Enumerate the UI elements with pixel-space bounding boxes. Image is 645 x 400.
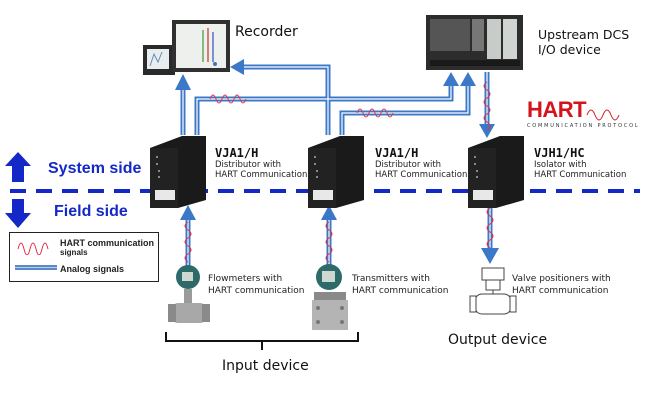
legend: HART communication signals Analog signal…	[9, 232, 159, 282]
module-model: VJA1/H	[375, 146, 419, 160]
hart-logo: HART COMMUNICATION PROTOCOL	[527, 97, 639, 129]
module-desc-line2: HART Communication	[534, 170, 627, 180]
module-3-icon	[468, 136, 524, 208]
arrowhead-recorder-left	[230, 59, 244, 75]
flowmeter-icon	[168, 265, 210, 323]
module-desc-line1: Distributor with	[375, 160, 442, 170]
module-desc-line1: Isolator with	[534, 160, 587, 170]
module-model: VJH1/HC	[534, 146, 585, 160]
module-desc-line2: HART Communication	[215, 170, 308, 180]
transmitter-icon	[312, 264, 348, 330]
output-device-label: Output device	[448, 332, 548, 348]
legend-analog-line-icon	[15, 265, 57, 270]
hart-wave-transmitter	[325, 221, 333, 263]
hart-wave-valve	[486, 207, 494, 249]
hart-logo-subtitle: COMMUNICATION PROTOCOL	[527, 123, 640, 129]
system-side-label: System side	[48, 160, 142, 177]
arrowhead-dcs-2	[460, 72, 476, 86]
dcs-label-line1: Upstream DCS	[538, 27, 630, 42]
field-device-line1: Transmitters with	[352, 274, 430, 284]
arrowhead-dcs-1	[443, 72, 459, 86]
dcs-io-rack-icon	[426, 15, 523, 70]
hart-waves	[184, 81, 494, 263]
module-label-2: VJA1/H Distributor with HART Communicati…	[375, 146, 468, 181]
system-side-arrow-icon	[5, 152, 31, 182]
dcs-label: Upstream DCS I/O device	[538, 27, 629, 57]
recorder-label: Recorder	[235, 24, 298, 40]
input-device-bracket	[165, 332, 359, 350]
flowmeter-label: Flowmeters with HART communication	[208, 273, 304, 297]
valve-positioner-label: Valve positioners with HART communicatio…	[512, 273, 611, 297]
module-model: VJA1/H	[215, 146, 259, 160]
module-label-3: VJH1/HC Isolator with HART Communication	[534, 146, 627, 181]
hart-wave-m1	[209, 94, 247, 104]
field-side-arrow-icon	[5, 199, 31, 228]
legend-analog-label: Analog signals	[60, 264, 125, 274]
arrowhead-m1-in	[180, 205, 196, 220]
module-1-icon	[150, 136, 206, 208]
module-desc-line2: HART Communication	[375, 170, 468, 180]
recorder-icon	[143, 20, 230, 75]
transmitter-label: Transmitters with HART communication	[352, 273, 448, 297]
valve-positioner-icon	[469, 267, 517, 315]
field-device-line2: HART communication	[512, 286, 609, 296]
hart-wave-flowmeter	[184, 221, 192, 263]
field-side-label: Field side	[54, 203, 128, 220]
input-device-label: Input device	[222, 358, 309, 374]
module-label-1: VJA1/H Distributor with HART Communicati…	[215, 146, 308, 181]
field-device-line1: Flowmeters with	[208, 274, 283, 284]
dcs-label-line2: I/O device	[538, 42, 601, 57]
field-device-line2: HART communication	[352, 286, 449, 296]
arrowhead-m3-down	[479, 124, 495, 138]
hart-wave-dcs-m3	[483, 81, 491, 131]
legend-hart-wave-icon	[17, 242, 49, 255]
module-2-icon	[308, 136, 364, 208]
arrowhead-recorder-up	[175, 74, 191, 90]
legend-hart-line1: HART communication	[60, 238, 155, 248]
legend-hart-line2: signals	[60, 248, 88, 257]
arrowhead-m2-in	[321, 205, 337, 220]
field-device-line2: HART communication	[208, 286, 305, 296]
hart-logo-text: HART	[527, 97, 587, 122]
arrowhead-valve-down	[481, 248, 499, 264]
module-desc-line1: Distributor with	[215, 160, 282, 170]
field-device-line1: Valve positioners with	[512, 274, 611, 284]
legend-hart-label: HART communication signals	[60, 238, 154, 258]
hart-wave-m2	[356, 108, 394, 118]
analog-path-m1-dcs	[194, 80, 454, 135]
hart-logo-wave-icon	[586, 109, 620, 121]
